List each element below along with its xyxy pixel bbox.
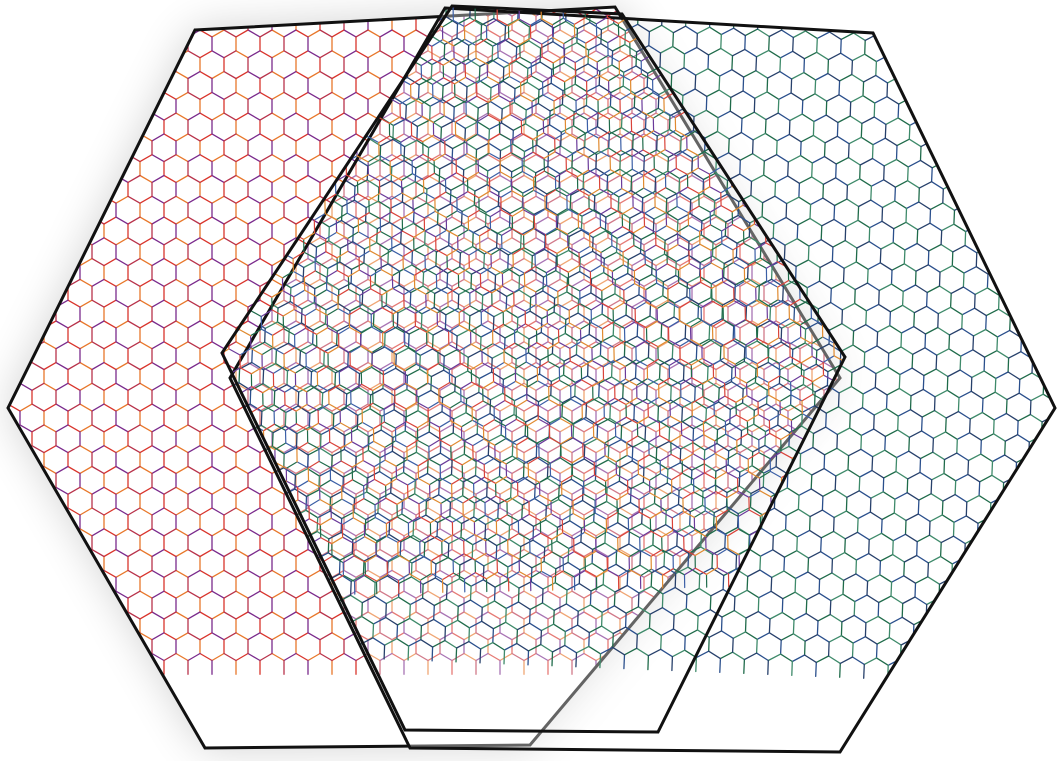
overlapping-hexagon-lattices-figure bbox=[0, 0, 1058, 761]
